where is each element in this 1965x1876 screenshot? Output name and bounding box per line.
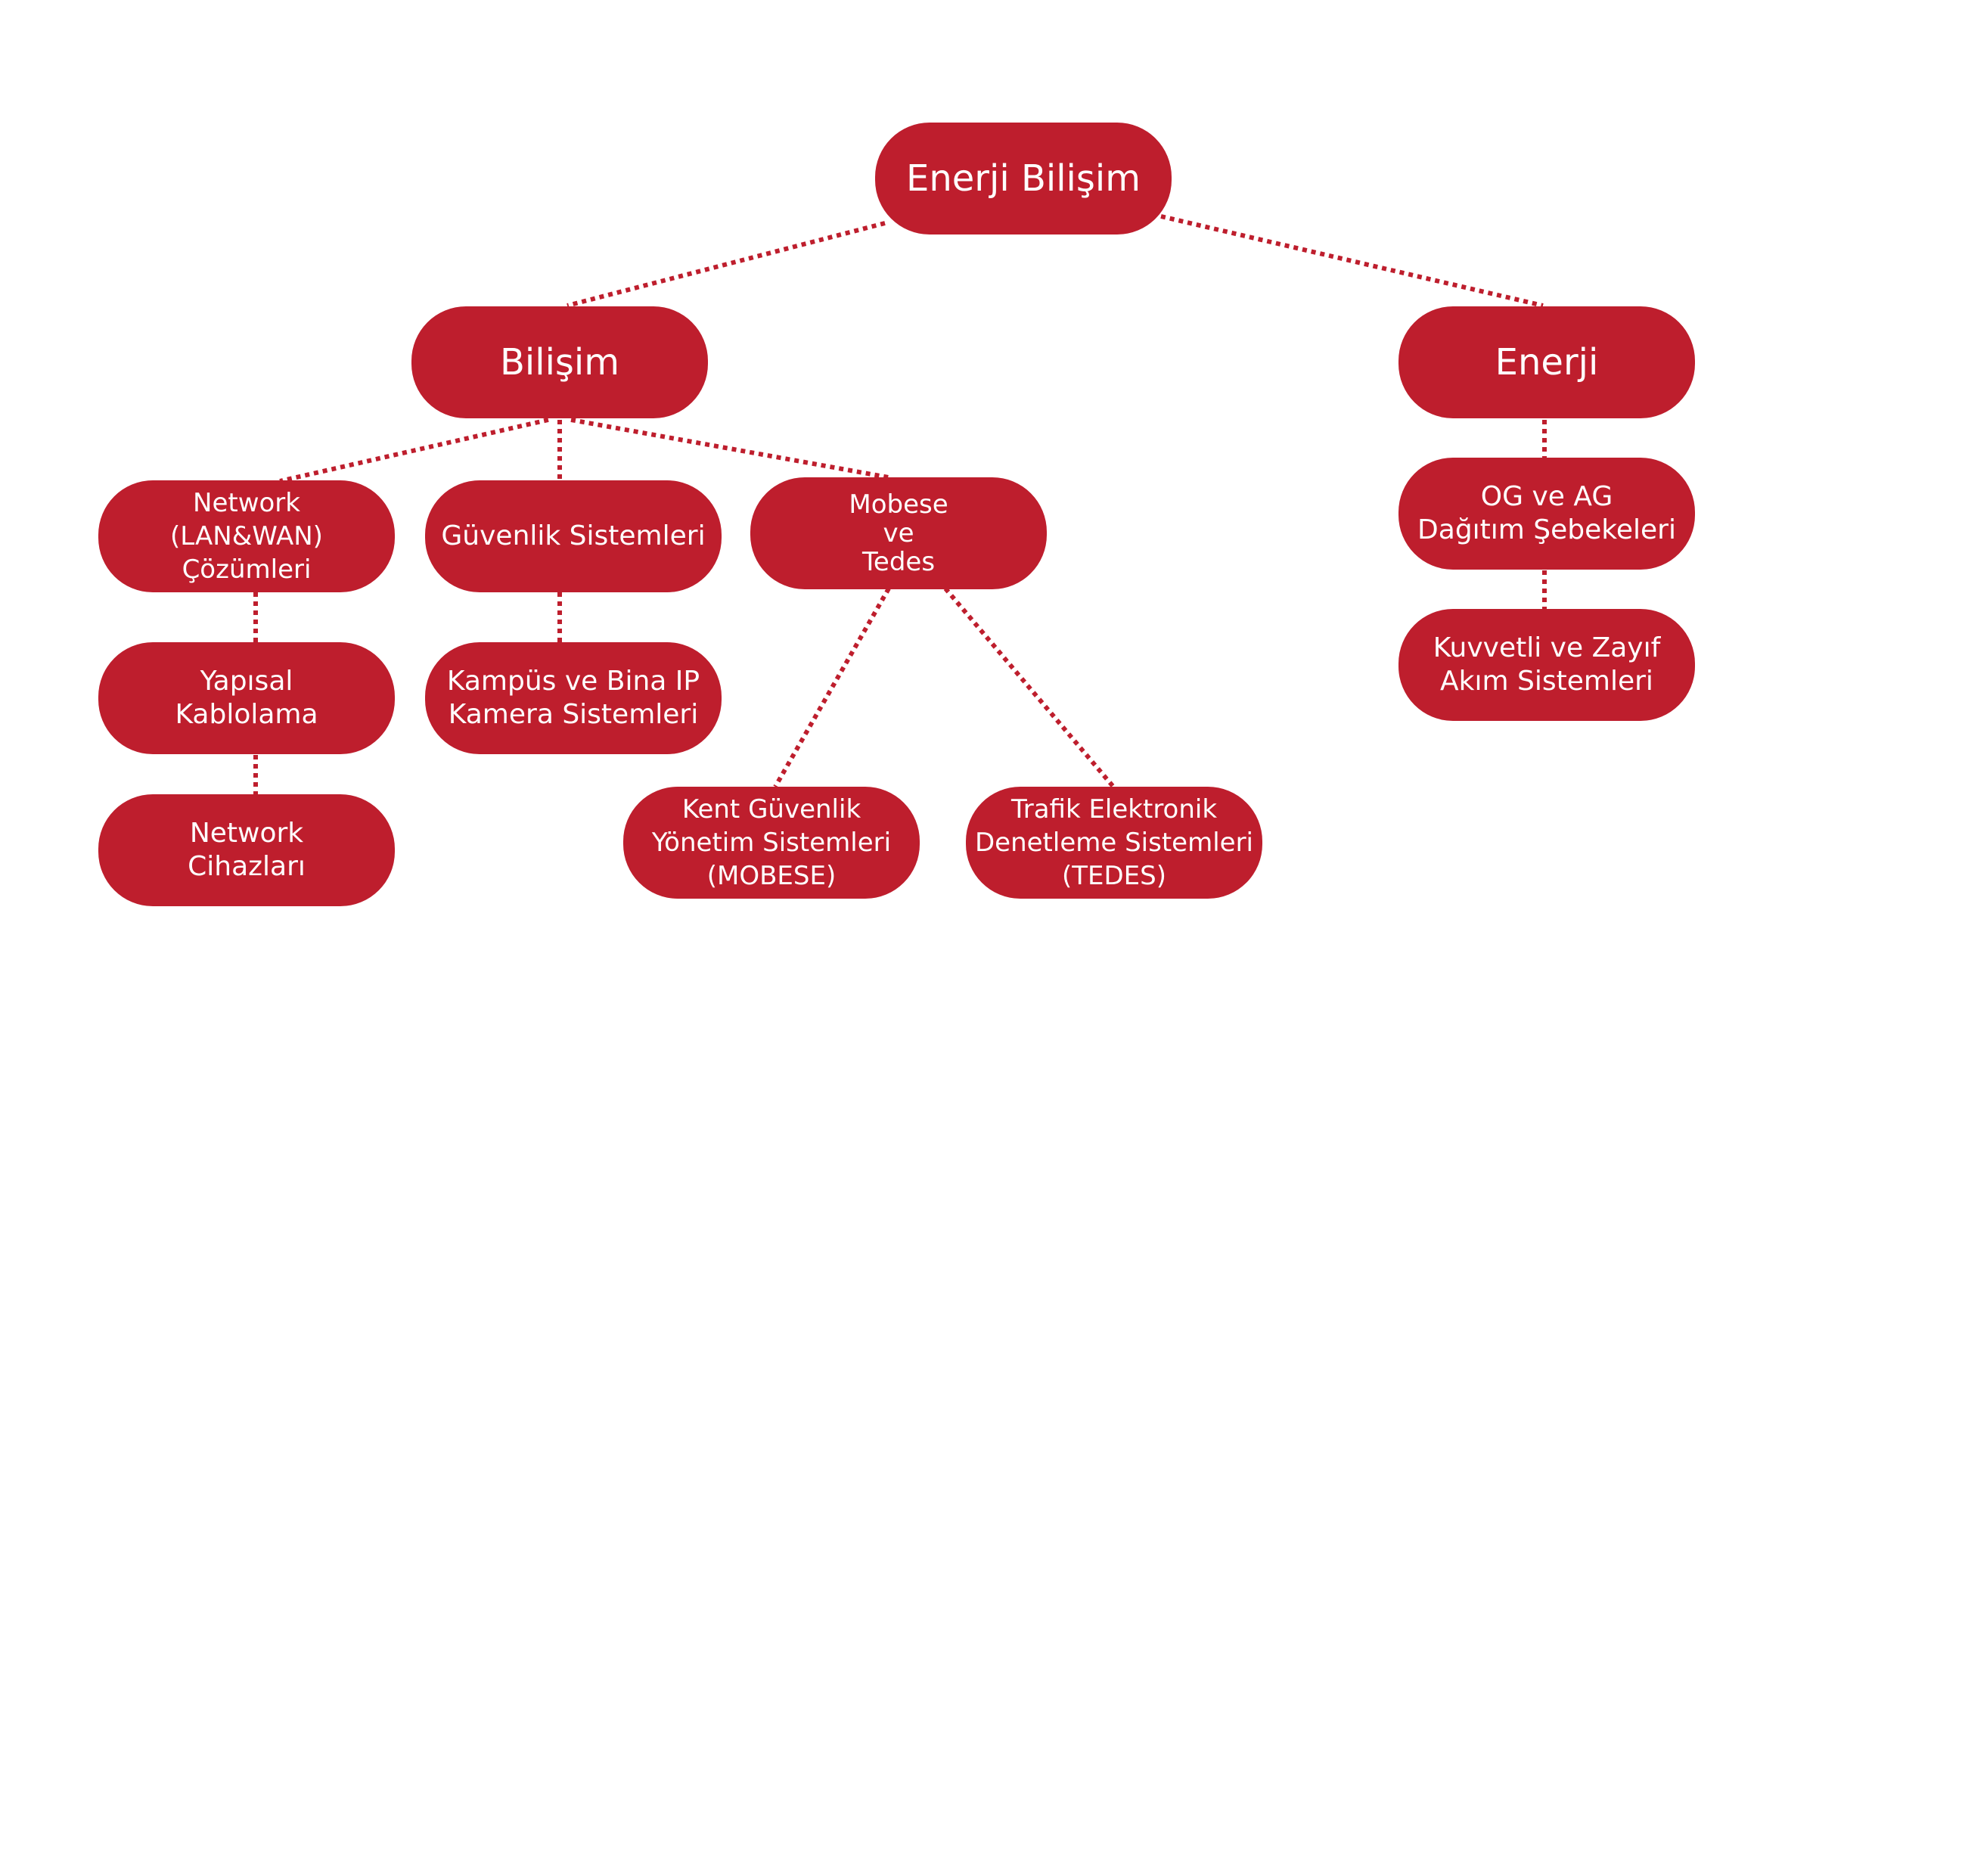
node-enerji: Enerji	[1398, 306, 1695, 418]
connector-mobese-trafik	[943, 587, 1116, 788]
node-label-line: Mobese	[849, 489, 948, 520]
node-label-line: Kamera Sistemleri	[448, 699, 699, 730]
connector-bilisim-mobese	[570, 418, 893, 480]
node-label-line: Güvenlik Sistemleri	[441, 520, 706, 551]
node-label-line: ve	[883, 518, 914, 548]
node-label-line: OG ve AG	[1480, 481, 1613, 512]
node-label-line: Bilişim	[499, 341, 620, 384]
node-label-line: (TEDES)	[1061, 861, 1167, 891]
node-label-line: Kuvvetli ve Zayıf	[1433, 632, 1661, 663]
connector-mobese-kent	[773, 587, 891, 788]
node-label-line: Yönetim Sistemleri	[651, 828, 892, 858]
node-guvenlik-sistemleri: Güvenlik Sistemleri	[425, 480, 722, 592]
node-label-line: Enerji	[1495, 341, 1599, 384]
node-label-line: Enerji Bilişim	[906, 157, 1141, 200]
node-label-line: (MOBESE)	[706, 861, 837, 891]
node-enerji-bilisim: Enerji Bilişim	[875, 123, 1172, 234]
node-bilisim: Bilişim	[411, 306, 708, 418]
node-label-line: Cihazları	[188, 851, 306, 882]
node-label-line: Denetleme Sistemleri	[974, 828, 1253, 858]
node-label-line: Kablolama	[175, 699, 318, 730]
node-label-line: Network	[189, 818, 304, 849]
node-label-line: Trafik Elektronik	[1010, 794, 1218, 825]
node-label-line: Tedes	[861, 547, 936, 577]
node-label-line: Kampüs ve Bina IP	[446, 666, 700, 697]
node-label-line: Çözümleri	[182, 554, 312, 585]
connector-root-enerji	[1160, 214, 1544, 308]
node-label-line: (LAN&WAN)	[170, 521, 323, 551]
node-network-cozumleri: Network(LAN&WAN)Çözümleri	[98, 480, 395, 592]
node-label-line: Kent Güvenlik	[681, 794, 861, 825]
node-label-line: Dağıtım Şebekeleri	[1417, 514, 1676, 545]
connector-bilisim-network	[279, 418, 549, 483]
node-label-line: Akım Sistemleri	[1440, 666, 1653, 697]
node-label-line: Yapısal	[200, 666, 293, 697]
node-label-line: Network	[193, 488, 300, 518]
connector-root-bilisim	[567, 221, 886, 308]
